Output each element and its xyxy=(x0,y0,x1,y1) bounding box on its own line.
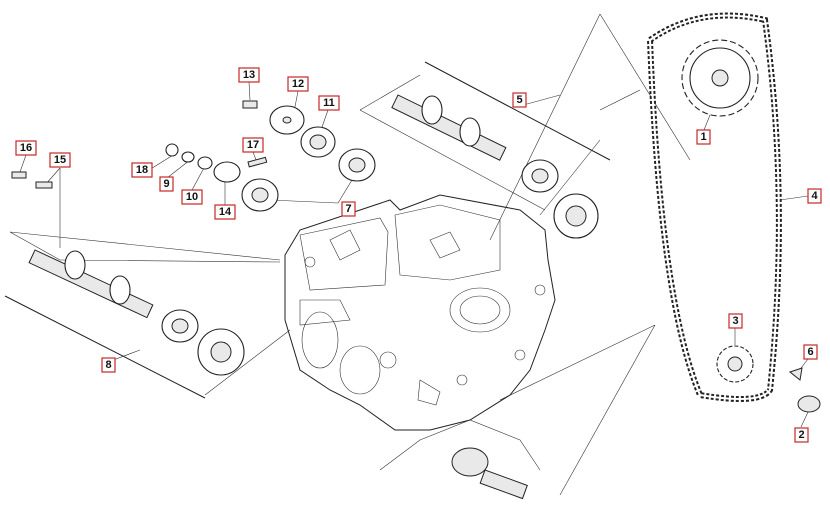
upper-sprocket xyxy=(681,39,759,117)
callout-14: 14 xyxy=(214,204,236,220)
svg-text:7: 7 xyxy=(345,203,351,215)
svg-text:15: 15 xyxy=(54,154,66,166)
svg-text:12: 12 xyxy=(292,78,304,90)
upper-camshaft xyxy=(391,94,599,239)
callout-3: 3 xyxy=(728,313,743,329)
leader-lines xyxy=(4,13,809,496)
svg-text:17: 17 xyxy=(247,139,259,151)
callout-7: 7 xyxy=(341,201,356,217)
callout-9: 9 xyxy=(159,176,174,192)
callout-labels: 1 2 3 4 5 6 7 8 9 10 11 12 13 14 15 16 1… xyxy=(15,67,822,443)
timing-chain xyxy=(646,12,782,402)
svg-text:10: 10 xyxy=(186,191,198,203)
lower-sprocket xyxy=(716,345,754,383)
callout-2: 2 xyxy=(794,427,809,443)
cylinder-head xyxy=(284,194,556,500)
svg-text:16: 16 xyxy=(20,142,32,154)
callout-10: 10 xyxy=(181,189,203,205)
callout-6: 6 xyxy=(803,344,818,360)
svg-text:11: 11 xyxy=(323,97,335,109)
svg-text:4: 4 xyxy=(811,190,818,202)
callout-8: 8 xyxy=(101,357,116,373)
callout-16: 16 xyxy=(15,140,37,156)
svg-text:13: 13 xyxy=(243,69,255,81)
lower-camshaft xyxy=(28,249,245,376)
callout-17: 17 xyxy=(242,137,264,153)
callout-13: 13 xyxy=(238,67,260,83)
svg-text:6: 6 xyxy=(807,346,813,358)
small-parts-right xyxy=(788,367,821,413)
callout-11: 11 xyxy=(318,95,340,111)
small-parts xyxy=(11,100,376,212)
callout-5: 5 xyxy=(512,92,527,108)
svg-text:14: 14 xyxy=(219,206,232,218)
svg-text:8: 8 xyxy=(105,359,111,371)
callout-18: 18 xyxy=(131,162,153,178)
callout-1: 1 xyxy=(696,129,711,145)
callout-4: 4 xyxy=(807,188,822,204)
svg-text:1: 1 xyxy=(700,131,706,143)
svg-text:2: 2 xyxy=(798,429,804,441)
callout-15: 15 xyxy=(49,152,71,168)
svg-text:9: 9 xyxy=(163,178,169,190)
svg-text:18: 18 xyxy=(136,164,148,176)
svg-text:5: 5 xyxy=(516,94,522,106)
callout-12: 12 xyxy=(287,76,309,92)
svg-text:3: 3 xyxy=(732,315,738,327)
